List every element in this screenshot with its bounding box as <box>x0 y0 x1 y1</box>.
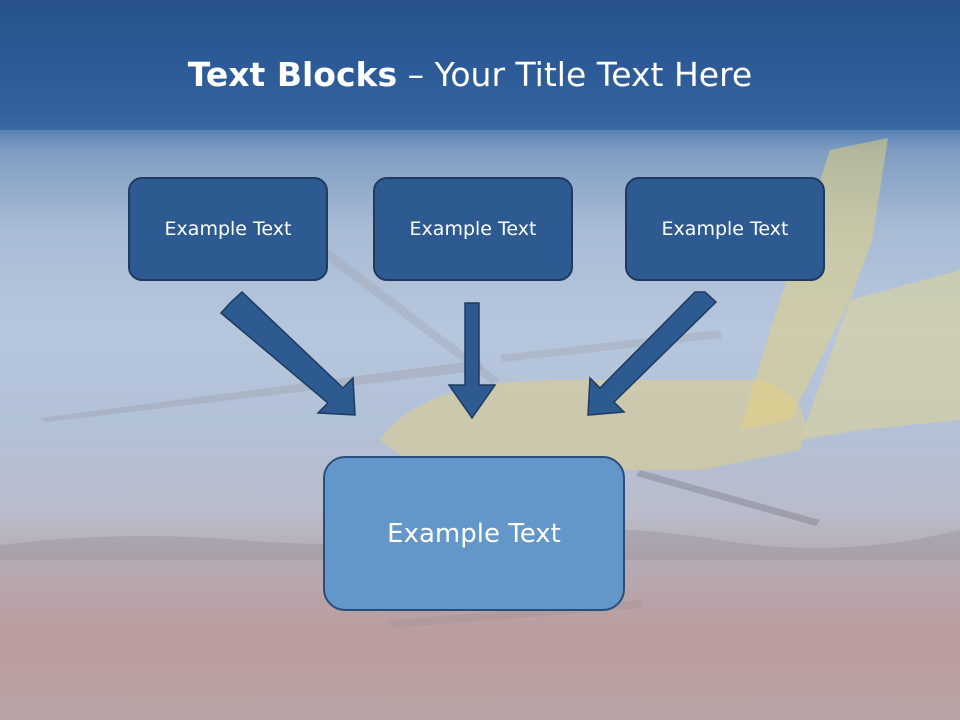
arrow-center-icon <box>447 302 497 420</box>
text-block-top-center[interactable]: Example Text <box>373 177 573 281</box>
text-block-top-right-label: Example Text <box>661 218 789 240</box>
text-block-bottom[interactable]: Example Text <box>323 456 625 611</box>
text-block-top-center-label: Example Text <box>409 218 537 240</box>
arrow-left-icon <box>219 290 356 416</box>
arrow-right-icon <box>587 291 718 416</box>
text-block-bottom-label: Example Text <box>387 518 561 549</box>
title-bold: Text Blocks <box>187 55 398 94</box>
text-block-top-left-label: Example Text <box>164 218 292 240</box>
title-rest: – Your Title Text Here <box>397 55 753 94</box>
title-bar <box>0 0 960 130</box>
text-block-top-right[interactable]: Example Text <box>625 177 825 281</box>
text-block-top-left[interactable]: Example Text <box>128 177 328 281</box>
slide-title: Text Blocks – Your Title Text Here <box>0 54 940 96</box>
